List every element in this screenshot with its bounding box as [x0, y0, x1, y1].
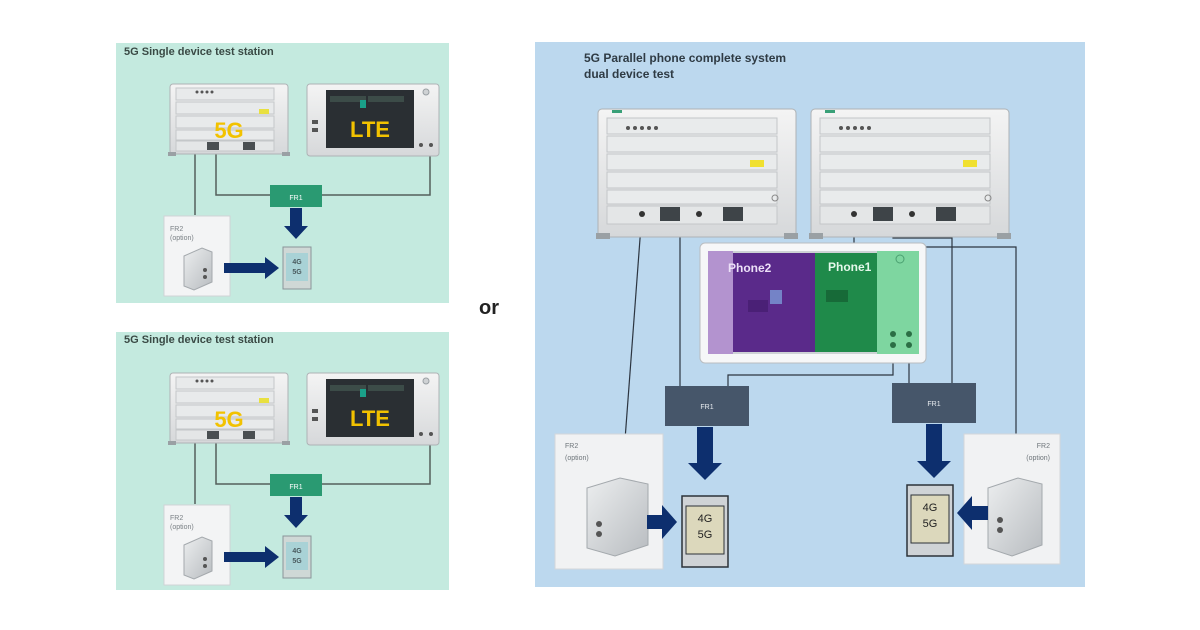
phone-tester[interactable]	[699, 242, 927, 364]
tester-lte-label: LTE	[350, 117, 390, 142]
fr1-box[interactable]	[270, 474, 322, 496]
arrow-fr1-to-device	[284, 497, 308, 528]
arrow-fr1-to-device	[284, 208, 308, 239]
parallel-tester-left[interactable]	[596, 108, 798, 239]
parallel-tester-right[interactable]	[809, 108, 1011, 239]
tester-lte[interactable]	[306, 83, 440, 157]
fr2-label: FR2	[170, 515, 183, 522]
tester-5g[interactable]	[168, 83, 290, 156]
fr2-left-label: FR2	[565, 443, 578, 450]
device-right[interactable]	[906, 484, 954, 557]
fr1-right-box[interactable]	[892, 383, 976, 423]
tester-5g-label: 5G	[214, 407, 243, 432]
phone2-label: Phone2	[728, 261, 772, 275]
device-under-test[interactable]	[282, 535, 312, 579]
arrow-fr1-right-down	[917, 424, 951, 478]
device-line-2: 5G	[292, 269, 302, 276]
device-line-1: 4G	[292, 259, 302, 266]
parallel-title-line2: dual device test	[584, 67, 675, 81]
fr1-label: FR1	[289, 484, 302, 491]
device-left-line-1: 4G	[698, 513, 713, 525]
fr2-option: (option)	[170, 235, 194, 242]
tester-5g[interactable]	[168, 372, 290, 445]
fr2-right-label: FR2	[1037, 443, 1050, 450]
fr1-box[interactable]	[270, 185, 322, 207]
station-2: 5G LTE FR1 FR2 (option) 4G 5G	[163, 372, 440, 586]
cable-lte-to-fr1	[322, 150, 431, 196]
arrow-fr2-left	[647, 505, 677, 539]
fr2-left-unit-icon	[586, 477, 649, 557]
fr2-unit-icon	[183, 536, 213, 580]
panel-2-title: 5G Single device test station	[124, 334, 274, 346]
device-right-line-2: 5G	[923, 518, 938, 530]
arrow-fr2-to-device	[224, 546, 279, 568]
cable-5g-to-fr1	[215, 439, 270, 485]
arrow-fr2-right	[957, 496, 988, 530]
tester-lte[interactable]	[306, 372, 440, 446]
device-under-test[interactable]	[282, 246, 312, 290]
panel-1-title: 5G Single device test station	[124, 46, 274, 58]
fr2-label: FR2	[170, 226, 183, 233]
tester-5g-label: 5G	[214, 118, 243, 143]
device-line-1: 4G	[292, 548, 302, 555]
fr2-option: (option)	[170, 524, 194, 531]
parallel-title: 5G Parallel phone complete system dual d…	[584, 50, 786, 82]
cable-lte-to-fr1	[322, 439, 431, 485]
phone1-label: Phone1	[828, 260, 872, 274]
fr1-right-label: FR1	[927, 401, 940, 408]
device-left[interactable]	[681, 495, 729, 568]
fr2-unit-icon	[183, 247, 213, 291]
tester-lte-label: LTE	[350, 406, 390, 431]
device-right-line-1: 4G	[923, 502, 938, 514]
arrow-fr2-to-device	[224, 257, 279, 279]
arrow-fr1-left-down	[688, 427, 722, 480]
parallel-title-line1: 5G Parallel phone complete system	[584, 51, 787, 65]
device-left-line-2: 5G	[698, 529, 713, 541]
fr2-right-option: (option)	[1026, 455, 1050, 462]
fr1-label: FR1	[289, 195, 302, 202]
cable-5g-to-fr1	[215, 150, 270, 196]
or-label: or	[479, 297, 499, 319]
device-line-2: 5G	[292, 558, 302, 565]
station-1: 5G LTE FR1 FR2 (option)	[163, 83, 440, 297]
fr1-left-box[interactable]	[665, 386, 749, 426]
fr2-right-unit-icon	[987, 477, 1043, 557]
fr2-left-option: (option)	[565, 455, 589, 462]
fr1-left-label: FR1	[700, 404, 713, 411]
